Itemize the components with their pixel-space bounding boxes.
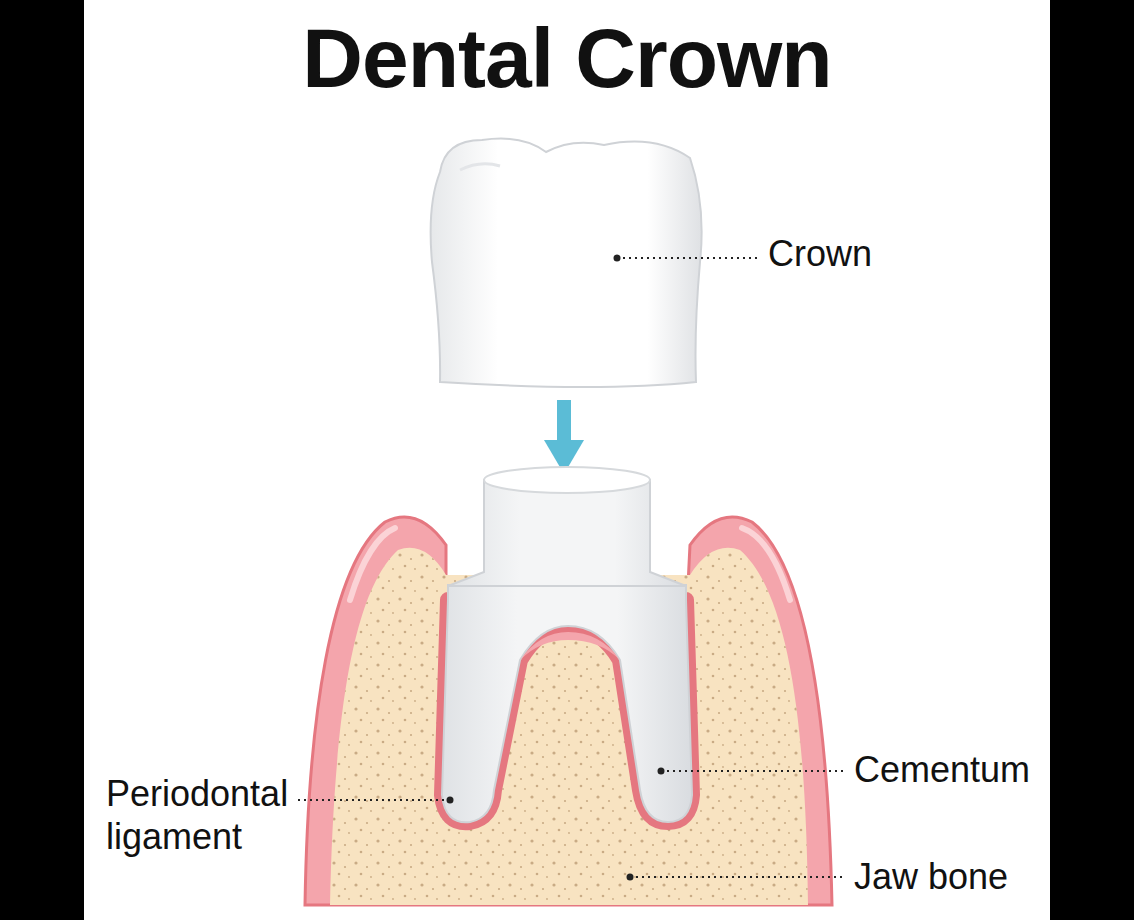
leader-line: [296, 799, 450, 801]
part-label: Crown: [768, 232, 1038, 275]
part-label: Periodontal ligament: [106, 772, 321, 858]
tooth-stump: [448, 480, 686, 586]
leader-dot: [447, 797, 454, 804]
side-bar: [0, 0, 84, 920]
bone-texture: [330, 548, 808, 905]
tooth-root: [442, 585, 692, 822]
leader-dot: [614, 255, 621, 262]
part-label: Cementum: [854, 748, 1044, 791]
leader-dot: [627, 874, 634, 881]
leader-line: [617, 257, 760, 259]
leader-dot: [658, 768, 665, 775]
jaw-bone: [330, 548, 808, 905]
leader-line: [661, 770, 846, 772]
leader-line: [630, 876, 846, 878]
side-bar: [1050, 0, 1134, 920]
ligament-inner: [520, 632, 620, 660]
diagram-title: Dental Crown: [84, 10, 1050, 107]
stump-top: [484, 467, 650, 493]
part-label: Jaw bone: [854, 855, 1044, 898]
arrow-shaft: [557, 400, 571, 444]
crown-shine: [460, 164, 500, 170]
crown-cap: [431, 139, 702, 388]
